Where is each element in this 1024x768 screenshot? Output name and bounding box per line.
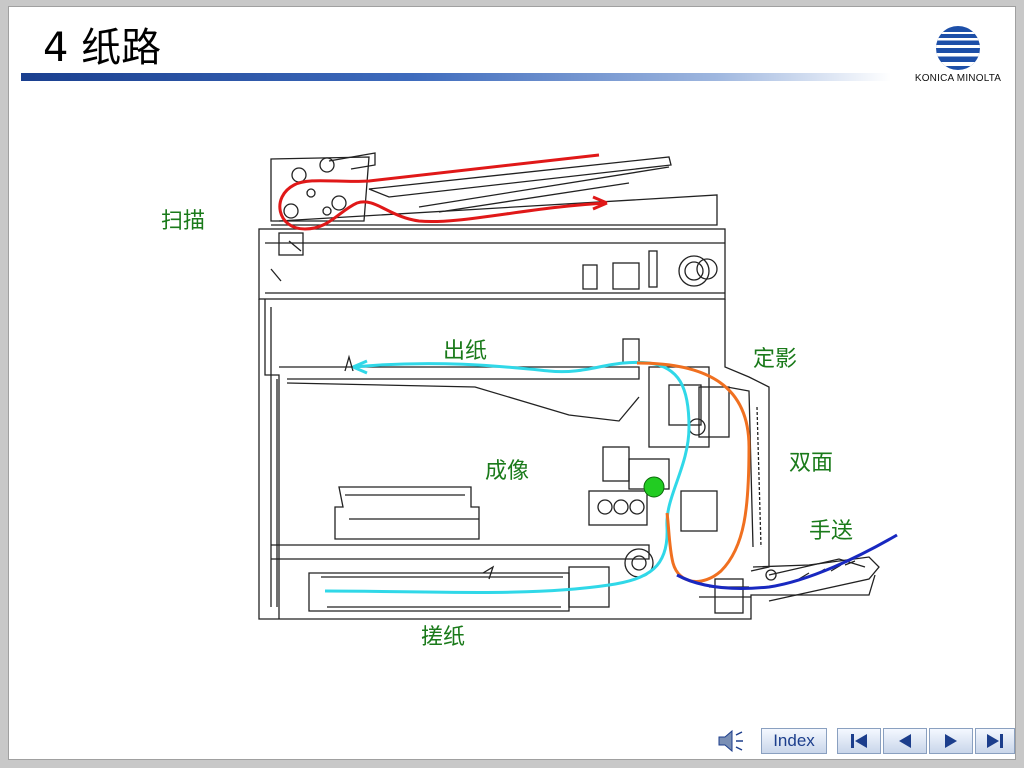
label-manual-feed: 手送 xyxy=(809,519,854,544)
adf-body xyxy=(270,156,370,222)
manual-feed-path xyxy=(676,533,898,590)
scan-path xyxy=(278,153,608,231)
adf-exit-tray xyxy=(271,194,718,226)
slide: 4 纸路 KONICA MINOLTA xyxy=(8,6,1016,760)
prev-page-button[interactable] xyxy=(883,728,927,754)
page-title: 4 纸路 xyxy=(43,25,162,71)
prev-page-icon xyxy=(899,734,911,748)
first-page-icon xyxy=(851,734,867,748)
label-scan: 扫描 xyxy=(161,209,206,234)
label-fusing: 定影 xyxy=(753,347,798,372)
photoconductor-drum xyxy=(643,476,665,498)
last-page-button[interactable] xyxy=(975,728,1015,754)
speaker-icon[interactable] xyxy=(715,727,745,755)
exit-feed-path xyxy=(324,360,691,594)
logo-globe-icon xyxy=(936,26,980,70)
scan-arrow xyxy=(592,195,608,211)
adf-tray-lines xyxy=(418,166,670,213)
title-underline xyxy=(21,73,891,81)
label-imaging: 成像 xyxy=(485,459,530,484)
adf-input-tray xyxy=(368,156,672,198)
next-page-icon xyxy=(945,734,957,748)
scanner-body xyxy=(258,228,726,300)
label-exit: 出纸 xyxy=(443,339,488,364)
exit-arrow xyxy=(352,359,368,375)
konica-minolta-logo: KONICA MINOLTA xyxy=(905,23,1011,93)
main-body-outline xyxy=(258,299,876,620)
duplex-path xyxy=(636,361,751,583)
next-page-button[interactable] xyxy=(929,728,973,754)
adf-top xyxy=(328,152,376,170)
label-paper-feed: 搓纸 xyxy=(421,625,466,650)
label-duplex: 双面 xyxy=(789,451,834,476)
first-page-button[interactable] xyxy=(837,728,881,754)
last-page-icon xyxy=(987,734,1003,748)
index-button[interactable]: Index xyxy=(761,728,827,754)
logo-text: KONICA MINOLTA xyxy=(914,73,1002,84)
paper-path-diagram xyxy=(258,152,898,620)
